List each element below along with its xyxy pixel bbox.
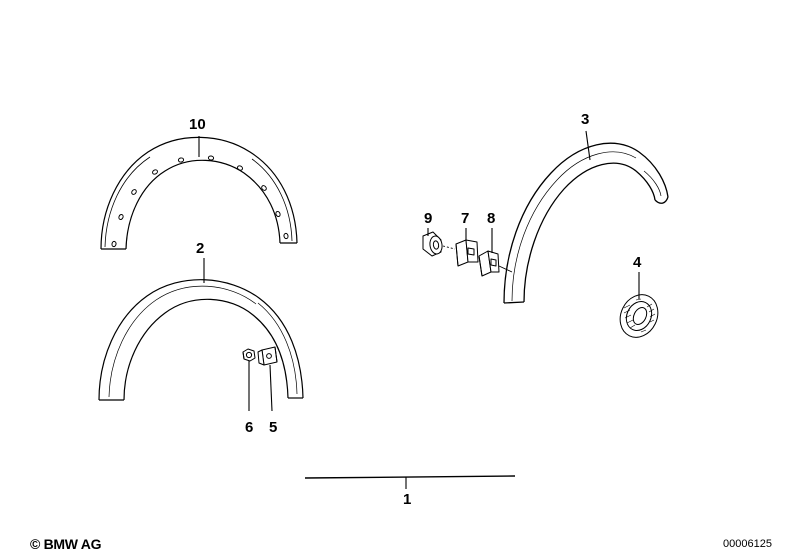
part-6-hex-nut (242, 348, 256, 362)
callout-label-3: 3 (581, 111, 590, 128)
part-1-trim-strip-long (304, 475, 516, 489)
part-7-bracket-clip-upper (455, 239, 479, 267)
part-3-wheel-arch-flare-front (503, 142, 669, 304)
callout-label-5: 5 (269, 419, 278, 436)
callout-label-8: 8 (487, 210, 496, 227)
part-8-bracket-clip-lower (478, 250, 500, 277)
callout-label-4: 4 (633, 254, 642, 271)
leader-line-8-to-part (498, 265, 513, 273)
part-10-wheel-arch-liner-perforated (100, 136, 298, 250)
leader-line-3 (585, 130, 591, 161)
part-5-retaining-clip (257, 346, 278, 366)
leader-line-9-to-part (442, 245, 456, 250)
part-4-grommet-ring (619, 294, 659, 338)
callout-label-7: 7 (461, 210, 470, 227)
callout-label-1: 1 (403, 491, 412, 508)
copyright-notice: © BMW AG (30, 536, 102, 552)
callout-label-2: 2 (196, 240, 205, 257)
callout-label-10: 10 (189, 116, 206, 133)
part-2-wheel-arch-flare-rear (98, 279, 304, 401)
part-9-sleeve-bushing (422, 231, 443, 257)
diagram-number: 00006125 (723, 538, 772, 550)
callout-label-9: 9 (424, 210, 433, 227)
leader-line-5 (269, 364, 273, 412)
part-10-mounting-holes (111, 155, 289, 248)
callout-label-6: 6 (245, 419, 254, 436)
